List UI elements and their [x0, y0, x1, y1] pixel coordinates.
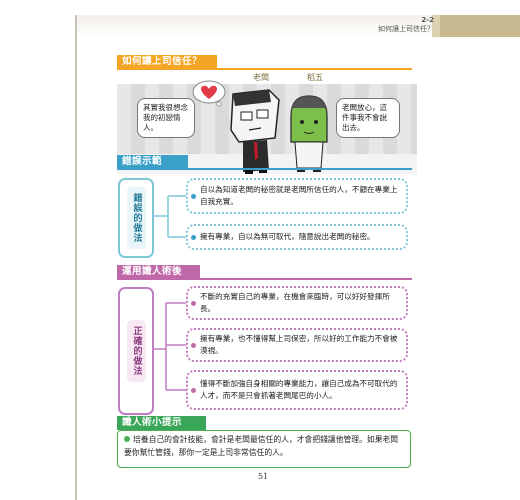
section-header-right: 運用識人術後 — [117, 265, 200, 279]
comic-scene: 老闆 稻五 其實我很想念我的初戀情人。 老闆放心，這件事我不會說出去。 — [117, 70, 417, 180]
employee-speech-bubble: 老闆放心，這件事我不會說出去。 — [336, 98, 400, 138]
boss-speech-text: 其實我很想念我的初戀情人。 — [143, 103, 188, 132]
tip-box: 培養自己的會計技能，會計是老闆最信任的人，才會把錢讓他管理。如果老闆要你幫忙管錢… — [117, 430, 411, 468]
wrong-item-1-text: 自以為知道老闆的秘密就是老闆所信任的人，不顧在專業上自我充實。 — [200, 185, 398, 206]
tip-bullet-icon — [124, 436, 130, 442]
employee-speech-text: 老闆放心，這件事我不會說出去。 — [342, 103, 387, 132]
wrong-item-2-text: 擁有專業，自以為無可取代，隨意說出老闆的秘密。 — [200, 232, 375, 241]
tab-fold — [432, 15, 442, 37]
section-header-wrong-rule — [117, 168, 412, 170]
right-item-1-text: 不斷的充實自己的專業，在機會來臨時，可以好好發揮所長。 — [200, 292, 390, 313]
chapter-tab — [440, 15, 520, 37]
right-item-2-text: 擁有專業，也不懂得幫上司保密，所以好的工作能力不會被漠視。 — [200, 334, 398, 355]
right-item-3: 懂得不斷加強自身相關的專業能力，讓自己成為不可取代的人才，而不是只會抓著老闆尾巴… — [186, 370, 408, 410]
wrong-connector — [152, 195, 186, 238]
section-number: 2-2 — [421, 16, 434, 24]
right-item-2: 擁有專業，也不懂得幫上司保密，所以好的工作能力不會被漠視。 — [186, 328, 408, 362]
wrong-method-label: 錯誤的做法 — [118, 178, 154, 258]
right-method-label-text: 正確的做法 — [131, 326, 142, 376]
boss-character-icon — [230, 89, 280, 174]
employee-character-icon — [290, 95, 328, 172]
section-header-right-rule — [117, 278, 412, 280]
wrong-item-1: 自以為知道老闆的秘密就是老闆所信任的人，不顧在專業上自我充實。 — [186, 178, 408, 214]
section-header-tip: 識人術小提示 — [117, 416, 206, 430]
right-item-1: 不斷的充實自己的專業，在機會來臨時，可以好好發揮所長。 — [186, 286, 408, 320]
bullet-dot — [191, 234, 196, 240]
right-method-label: 正確的做法 — [118, 287, 154, 415]
wrong-method-label-text: 錯誤的做法 — [131, 193, 142, 243]
right-connector — [152, 302, 186, 391]
wrong-item-2: 擁有專業，自以為無可取代，隨意說出老闆的秘密。 — [186, 224, 408, 250]
section-header-trust: 如何讓上司信任？ — [117, 55, 217, 69]
page-number: 51 — [258, 472, 269, 481]
running-header: 2-2 如何讓上司信任？ — [378, 16, 434, 34]
boss-speech-bubble: 其實我很想念我的初戀情人。 — [137, 98, 195, 138]
right-item-3-text: 懂得不斷加強自身相關的專業能力，讓自己成為不可取代的人才，而不是只會抓著老闆尾巴… — [200, 379, 398, 400]
employee-label: 稻五 — [307, 73, 323, 82]
tip-text: 培養自己的會計技能，會計是老闆最信任的人，才會把錢讓他管理。如果老闆要你幫忙管錢… — [124, 435, 399, 457]
bullet-dot — [191, 387, 196, 393]
section-header-right-label: 運用識人術後 — [122, 266, 183, 277]
bullet-dot — [191, 300, 196, 306]
section-header-trust-label: 如何讓上司信任？ — [122, 56, 203, 67]
page-top-shade — [77, 15, 440, 37]
section-header-wrong: 錯誤示範 — [117, 155, 188, 169]
section-header-wrong-label: 錯誤示範 — [122, 156, 163, 167]
heart-icon — [192, 80, 226, 107]
section-title: 如何讓上司信任？ — [378, 25, 434, 33]
page-left-edge — [75, 15, 78, 500]
section-header-trust-rule — [117, 68, 412, 70]
boss-label: 老闆 — [253, 73, 269, 82]
bullet-dot — [191, 342, 196, 348]
bullet-dot — [191, 193, 196, 199]
section-header-tip-label: 識人術小提示 — [122, 417, 183, 428]
